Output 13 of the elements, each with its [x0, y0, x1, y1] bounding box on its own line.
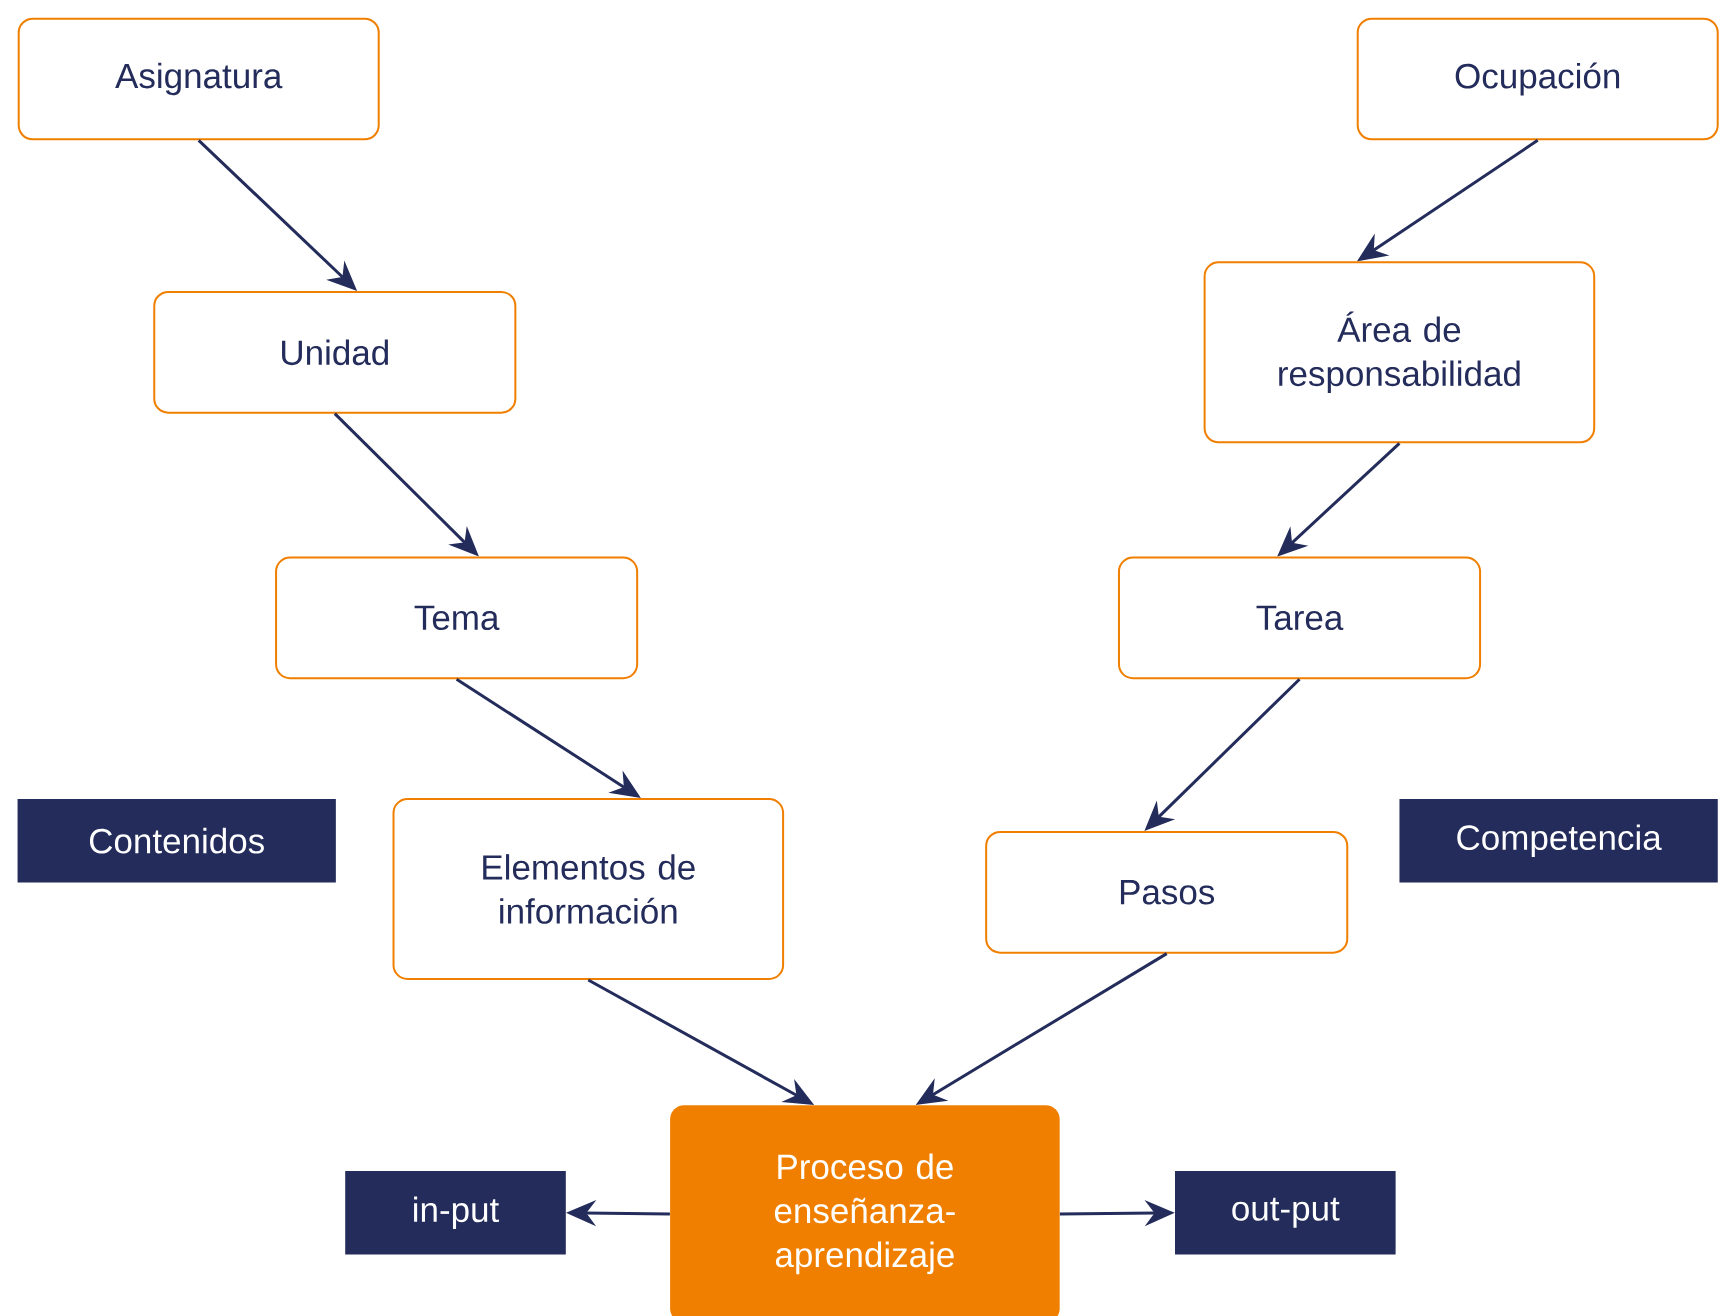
concept-box: Elementos de información: [392, 798, 785, 980]
label-box: out-put: [1175, 1171, 1396, 1255]
concept-box: Unidad: [153, 290, 517, 414]
concept-box: Asignatura: [17, 17, 380, 141]
concept-box: Pasos: [985, 830, 1349, 954]
label-box: in-put: [345, 1171, 566, 1255]
concept-box: Ocupación: [1356, 17, 1719, 141]
label-box: Competencia: [1399, 799, 1718, 883]
concept-box: Tema: [275, 556, 639, 680]
label-box: Contenidos: [17, 799, 336, 883]
concept-box: Área de responsabilidad: [1203, 261, 1596, 444]
concept-box: Tarea: [1117, 556, 1482, 680]
process-box: Proceso de enseñanza-aprendizaje: [670, 1105, 1060, 1316]
